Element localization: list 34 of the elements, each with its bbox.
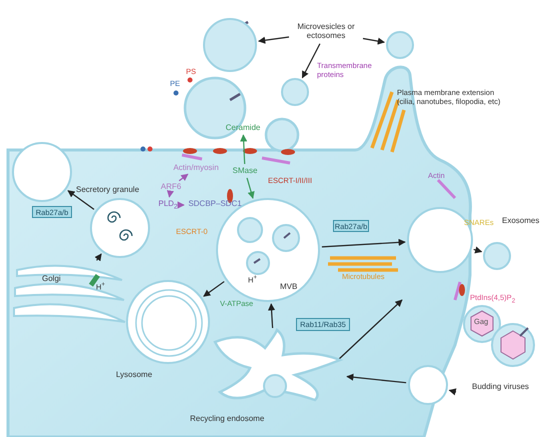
- arrow: [67, 190, 94, 210]
- arrow: [246, 178, 255, 199]
- arrow: [240, 134, 248, 164]
- molecule-label: Actin/myosin: [170, 163, 222, 173]
- arrow: [268, 303, 276, 328]
- arrow: [346, 374, 406, 384]
- arrow: [322, 238, 406, 248]
- arrow: [178, 201, 185, 209]
- molecule-label: PLD$_{2}$: [156, 199, 180, 211]
- arrow: [338, 300, 403, 360]
- structure-label: Lysosome: [116, 370, 152, 379]
- structure-label: Recycling endosome: [190, 414, 264, 423]
- arrow: [258, 36, 290, 44]
- arrow: [178, 174, 188, 182]
- molecule-label: ARF6: [158, 182, 184, 192]
- structure-label: Budding viruses: [472, 382, 529, 391]
- vesicle: [386, 31, 414, 59]
- arrow: [362, 38, 385, 45]
- arrow: [94, 253, 102, 262]
- molecule-label: SDCBP–SDC1: [186, 199, 244, 211]
- arrow: [474, 246, 482, 254]
- molecule-label: SMase: [230, 166, 260, 176]
- vesicle: [203, 18, 257, 72]
- structure-label: MVB: [280, 282, 298, 291]
- arrow: [448, 388, 456, 396]
- molecule-label: Microvesicles or ectosomes: [291, 22, 361, 42]
- arrow: [302, 44, 320, 78]
- structure-label: Exosomes: [502, 216, 540, 225]
- vesicle: [281, 78, 309, 106]
- structure-label: Secretory granule: [76, 185, 140, 194]
- structure-label: Golgi: [42, 274, 61, 283]
- molecule-label: Ceramide: [222, 123, 264, 133]
- arrow: [203, 281, 225, 297]
- arrow: [166, 190, 174, 198]
